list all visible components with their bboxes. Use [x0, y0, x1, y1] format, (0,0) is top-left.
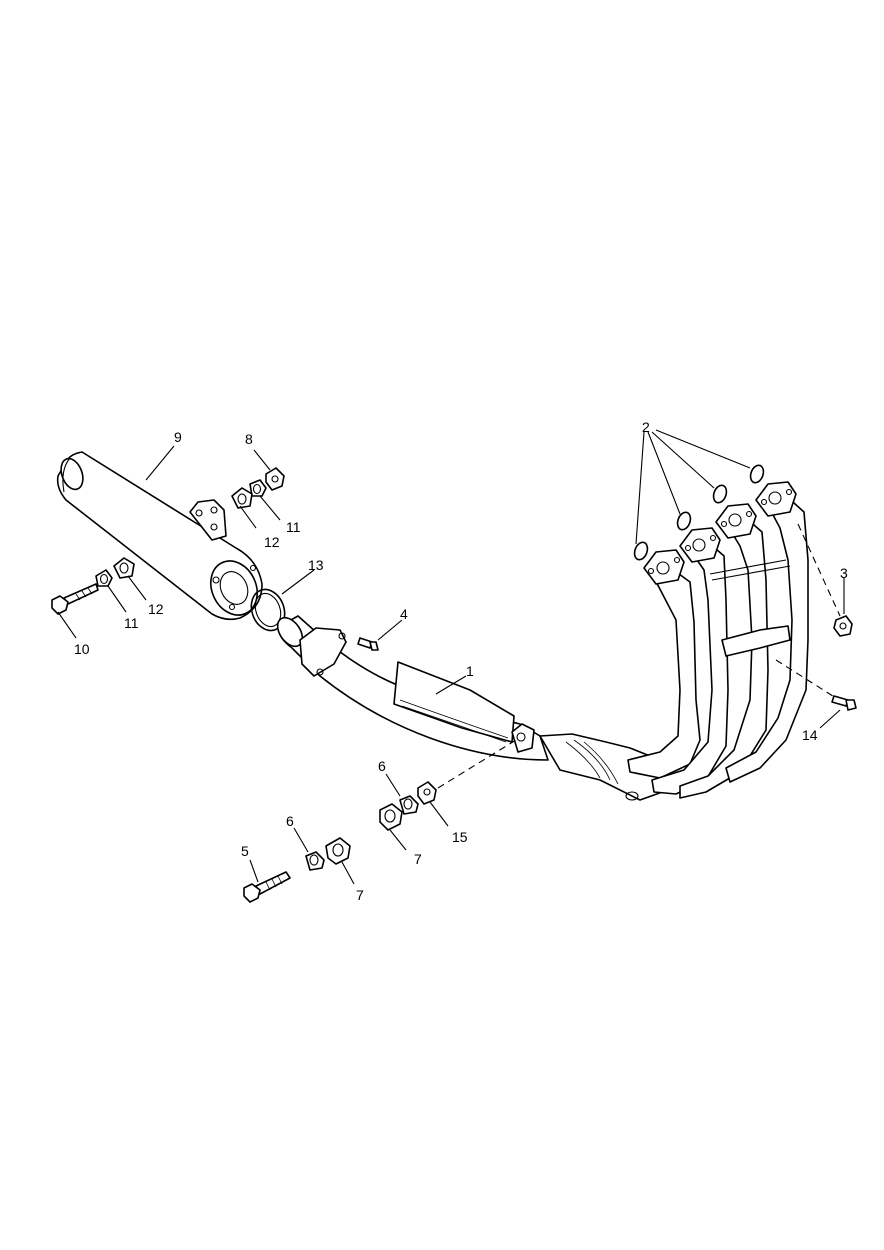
callout-3: 3 [840, 565, 848, 581]
silencer [56, 451, 263, 621]
bolt-10 [51, 583, 99, 615]
spacer-6a [399, 795, 419, 815]
flange-4 [755, 481, 797, 517]
callout-1: 1 [466, 663, 474, 679]
flange-1 [643, 549, 685, 585]
callout-7b: 7 [356, 887, 364, 903]
silencer-gasket [250, 588, 286, 632]
callout-6b: 6 [286, 813, 294, 829]
callout-12a: 12 [264, 534, 280, 550]
callout-2: 2 [642, 419, 650, 435]
callout-11a: 11 [286, 519, 301, 535]
callout-7a: 7 [414, 851, 422, 867]
callout-12b: 12 [148, 601, 164, 617]
header-pipes [627, 481, 809, 799]
nut-15 [417, 781, 437, 805]
grommet-12b [113, 557, 135, 579]
spacer-6b [305, 851, 325, 871]
callout-4: 4 [400, 606, 408, 622]
callout-13: 13 [308, 557, 324, 573]
callout-6a: 6 [378, 758, 386, 774]
flange-2 [679, 527, 721, 563]
nut-8 [265, 467, 285, 491]
assembly-line-3 [797, 523, 841, 617]
bolt-4 [357, 637, 379, 651]
callout-15: 15 [452, 829, 468, 845]
leader-lines [57, 429, 845, 885]
bolt-5 [243, 871, 291, 903]
port-gaskets [633, 464, 765, 561]
callout-5: 5 [241, 843, 249, 859]
grommet-12a [231, 487, 253, 509]
assembly-line-15 [437, 739, 517, 789]
nut-3 [833, 615, 853, 637]
grommet-7b [325, 837, 351, 865]
callout-labels: 1 2 3 4 5 6 6 7 7 8 9 10 11 11 12 12 13 … [74, 419, 848, 903]
callout-10: 10 [74, 641, 90, 657]
callout-9: 9 [174, 429, 182, 445]
callout-8: 8 [245, 431, 253, 447]
stud-14 [831, 695, 857, 711]
link-pipe [276, 615, 549, 761]
grommet-7a [379, 803, 403, 831]
callout-14: 14 [802, 727, 818, 743]
washer-11b [95, 569, 113, 587]
flange-3 [715, 503, 757, 539]
callout-11b: 11 [124, 615, 139, 631]
